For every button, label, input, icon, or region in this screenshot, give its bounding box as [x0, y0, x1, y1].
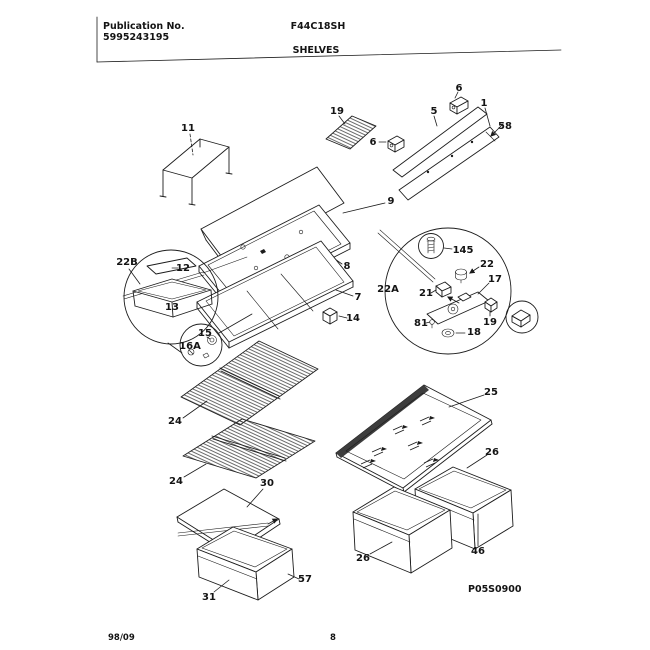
part-callout-14: 14	[346, 313, 360, 324]
part-callout-31: 31	[202, 592, 216, 603]
part-24-shelf-lower	[182, 418, 316, 479]
part-callout-25: 25	[484, 387, 498, 398]
detail-circle-16a	[179, 313, 253, 367]
part-callout-1: 1	[481, 98, 488, 109]
part-25-glass-shelf	[335, 384, 493, 493]
part-callout-22: 22	[480, 259, 494, 270]
part-callout-12: 12	[176, 263, 190, 274]
part-19-grid	[325, 115, 377, 150]
part-callout-81: 81	[414, 318, 428, 329]
part-callout-22B: 22B	[116, 257, 138, 268]
part-callout-15: 15	[198, 328, 212, 339]
date-code: 98/09	[108, 633, 135, 643]
part-callout-19: 19	[483, 317, 497, 328]
page-number: 8	[330, 633, 336, 643]
part-58-arrow	[490, 123, 504, 137]
part-callout-13: 13	[165, 302, 179, 313]
callout-labels: 11 19 6 5 1 58 6 9 8 7 14 22B 12 13 15 16A 22A 145 22 17 21 8…	[116, 83, 512, 603]
part-callout-58: 58	[498, 121, 512, 132]
part-callout-6: 6	[370, 137, 377, 148]
part-callout-24: 24	[169, 476, 183, 487]
publication-number: 5995243195	[103, 32, 169, 43]
part-1-front-rail	[398, 107, 500, 201]
part-callout-6: 6	[456, 83, 463, 94]
detail-circle-22a	[377, 227, 512, 355]
part-31-drawer	[177, 518, 300, 601]
part-callout-26: 26	[485, 447, 499, 458]
part-callout-18: 18	[467, 327, 481, 338]
part-callout-30: 30	[260, 478, 274, 489]
part-14-support	[322, 307, 348, 325]
part-callout-57: 57	[298, 574, 312, 585]
part-callout-9: 9	[388, 196, 395, 207]
diagram-code: P05S0900	[468, 584, 522, 595]
part-callout-22A: 22A	[377, 284, 399, 295]
detail-circle-22b	[122, 249, 248, 354]
header-rules	[96, 16, 562, 63]
part-7-shelf-frame	[196, 240, 354, 349]
part-callout-21: 21	[419, 288, 433, 299]
part-callout-7: 7	[355, 292, 362, 303]
part-callout-24: 24	[168, 416, 182, 427]
section-title: SHELVES	[293, 45, 340, 56]
part-callout-26: 26	[356, 553, 370, 564]
part-26-pan-left	[352, 486, 453, 574]
part-callout-17: 17	[488, 274, 502, 285]
part-callout-46: 46	[471, 546, 485, 557]
part-11-wire-rack	[159, 133, 233, 206]
part-callout-11: 11	[181, 123, 195, 134]
part-callout-19: 19	[330, 106, 344, 117]
part-callout-5: 5	[431, 106, 438, 117]
model-number: F44C18SH	[291, 21, 346, 32]
detail-circle-bracket	[505, 300, 539, 334]
part-24-shelf-upper	[180, 340, 319, 426]
part-callout-145: 145	[453, 245, 474, 256]
part-callout-8: 8	[344, 261, 351, 272]
part-6-support-right	[449, 91, 469, 115]
part-6-support-left	[378, 135, 405, 153]
publication-label: Publication No.	[103, 21, 185, 32]
part-callout-16A: 16A	[179, 341, 201, 352]
